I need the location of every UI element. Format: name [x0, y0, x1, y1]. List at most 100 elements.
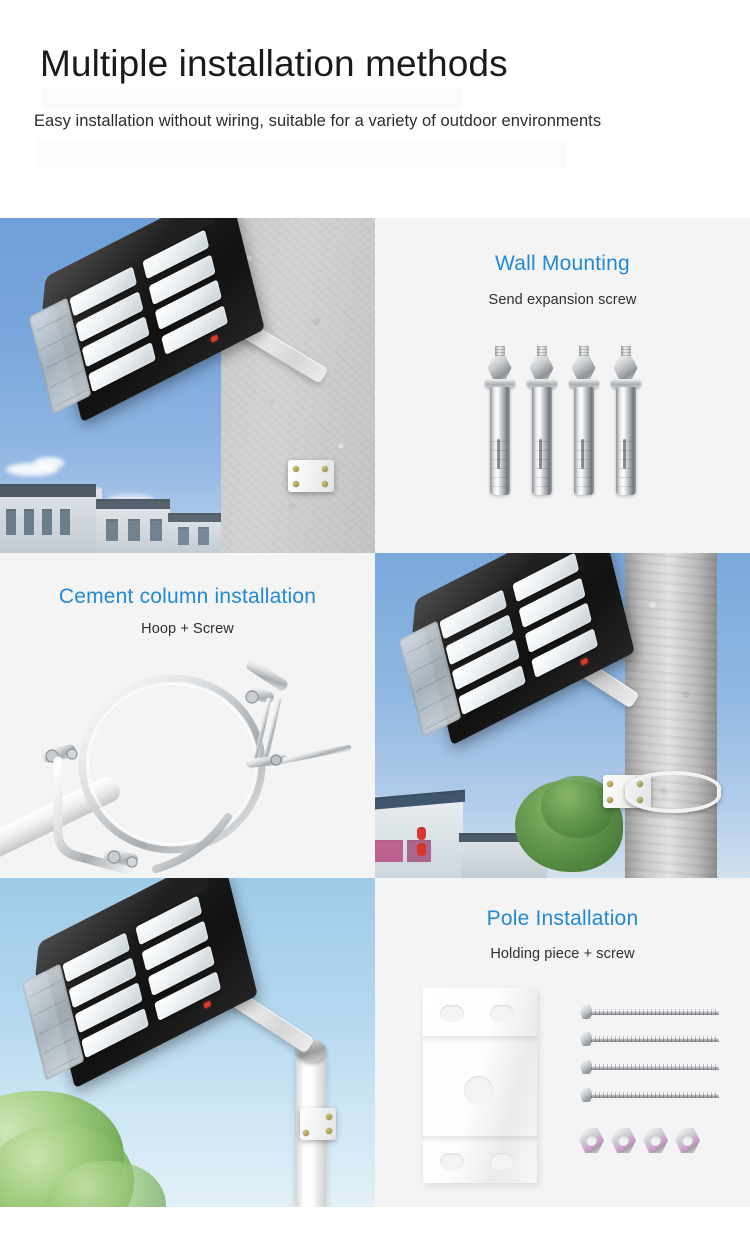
hex-nut — [579, 1128, 604, 1153]
background-watermark-lower — [36, 140, 566, 168]
hoop-saddle-bracket — [53, 756, 138, 875]
bolt-shaft — [591, 1009, 719, 1015]
hoop-right-ear — [245, 659, 288, 704]
cloud-icon — [34, 457, 64, 469]
building-roof — [459, 833, 549, 842]
anchor-shank — [489, 387, 510, 495]
page-title: Multiple installation methods — [40, 43, 508, 84]
bracket-fold-line — [423, 1036, 537, 1043]
hex-nut — [675, 1128, 700, 1153]
anchor-shank — [573, 387, 594, 495]
bracket-hole — [464, 1076, 493, 1105]
page-subtitle: Easy installation without wiring, suitab… — [34, 112, 602, 130]
bolt-head — [580, 1005, 593, 1019]
hoop-left-ear — [42, 744, 78, 763]
page-header: Multiple installation methods Easy insta… — [0, 0, 750, 218]
lantern-icon — [417, 827, 426, 840]
clamp-bolt-icon — [607, 781, 613, 787]
clamp-bolt-icon — [607, 797, 613, 803]
pole-installation-panel: Pole Installation Holding piece + screw — [375, 878, 750, 1207]
clamp-bolt-icon — [637, 797, 643, 803]
window-shape — [198, 527, 209, 545]
solar-street-light — [29, 218, 265, 423]
installation-methods-grid: Wall Mounting Send expansion screw — [0, 218, 750, 1207]
window-shape — [128, 519, 140, 541]
cement-column-photo — [375, 553, 750, 878]
bracket-bolt-icon — [326, 1114, 332, 1120]
window-shape — [6, 509, 16, 535]
hex-nut — [643, 1128, 668, 1153]
bolt-shaft — [591, 1036, 719, 1042]
hoop-cradle — [152, 813, 232, 873]
tree-foliage — [541, 776, 613, 838]
cement-column-title: Cement column installation — [58, 585, 317, 608]
anchor-washer — [568, 379, 599, 388]
wall-mounting-title: Wall Mounting — [495, 252, 630, 275]
window-shape — [150, 519, 162, 541]
bracket-bolt-icon — [326, 1128, 332, 1134]
bracket-fold-line — [423, 1136, 537, 1143]
expansion-anchor-bolt — [568, 343, 599, 495]
bracket-bolt-icon — [293, 481, 299, 487]
wall-bracket-plate — [288, 460, 334, 492]
mounting-arm-segment — [0, 776, 120, 864]
anchor-hex-nut — [571, 356, 596, 380]
signboard-shape — [375, 840, 403, 862]
hoop-tension-screws — [246, 697, 352, 768]
pole-installation-subtitle: Holding piece + screw — [490, 946, 635, 962]
skyline-background — [0, 432, 283, 553]
bolt-shaft — [591, 1092, 719, 1098]
anchor-stud — [578, 346, 589, 359]
pole-installation-photo — [0, 878, 375, 1207]
anchor-hex-nut — [529, 356, 554, 380]
bracket-hole — [440, 1005, 464, 1022]
lantern-icon — [417, 843, 426, 856]
bolt-head — [580, 1088, 593, 1102]
window-shape — [106, 519, 118, 541]
anchor-shank — [615, 387, 636, 495]
expansion-screw-set — [375, 343, 750, 495]
anchor-washer — [484, 379, 515, 388]
building-shape — [96, 499, 170, 509]
bracket-bolt-icon — [322, 466, 328, 472]
background-watermark-upper — [42, 88, 462, 110]
bracket-hole — [490, 1153, 514, 1170]
anchor-expansion-slot — [580, 439, 584, 469]
holding-piece-bracket — [423, 988, 537, 1183]
bracket-bolt-icon — [293, 466, 299, 472]
wall-mounting-panel: Wall Mounting Send expansion screw — [375, 218, 750, 553]
anchor-stud — [620, 346, 631, 359]
pole-installation-title: Pole Installation — [486, 907, 639, 930]
bolt-head — [580, 1060, 593, 1074]
anchor-expansion-slot — [622, 439, 626, 469]
page-footer — [0, 1207, 750, 1250]
anchor-stud — [494, 346, 505, 359]
bolt-shaft — [591, 1064, 719, 1070]
cement-column-panel: Cement column installation Hoop + Screw — [0, 553, 375, 878]
hex-nut — [611, 1128, 636, 1153]
solar-street-light — [22, 878, 258, 1089]
expansion-anchor-bolt — [526, 343, 557, 495]
bracket-bolt-icon — [303, 1130, 309, 1136]
wall-mounting-subtitle: Send expansion screw — [488, 292, 637, 308]
anchor-expansion-slot — [538, 439, 542, 469]
anchor-washer — [526, 379, 557, 388]
cement-column-subtitle: Hoop + Screw — [141, 621, 234, 637]
column-hoop-clamp — [625, 771, 721, 813]
bolt-head — [580, 1032, 593, 1046]
window-shape — [178, 527, 189, 545]
clamp-bolt-icon — [637, 781, 643, 787]
anchor-stud — [536, 346, 547, 359]
bracket-hole — [440, 1153, 464, 1170]
window-shape — [42, 509, 52, 535]
anchor-expansion-slot — [496, 439, 500, 469]
anchor-hex-nut — [487, 356, 512, 380]
expansion-anchor-bolt — [484, 343, 515, 495]
expansion-anchor-bolt — [610, 343, 641, 495]
wall-mounting-photo — [0, 218, 375, 553]
hoop-band-inner — [87, 683, 257, 845]
bracket-hole — [490, 1005, 514, 1022]
anchor-hex-nut — [613, 356, 638, 380]
hoop-band-outer — [78, 674, 266, 854]
building-shape — [0, 484, 96, 497]
